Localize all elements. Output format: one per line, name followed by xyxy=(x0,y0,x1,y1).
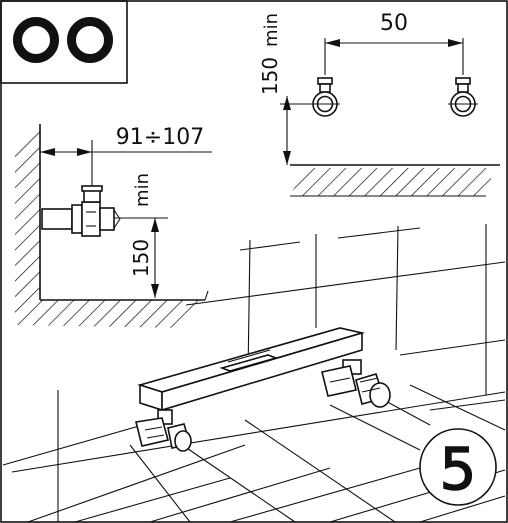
right-connector-front xyxy=(448,77,478,117)
two-o-rings-icon xyxy=(13,17,113,63)
step-number: 5 xyxy=(440,435,477,503)
right-eccentric-valve xyxy=(321,359,391,408)
side-view-drawing: 91÷107 150 min xyxy=(15,124,212,328)
tile-wall-grid xyxy=(185,224,506,411)
left-connector-front xyxy=(310,77,340,117)
tile-floor-grid xyxy=(2,384,506,523)
top-height-label: 150 xyxy=(258,57,282,95)
spacing-label: 50 xyxy=(380,11,408,36)
thermostatic-mixer-bar xyxy=(137,327,366,412)
left-eccentric-valve xyxy=(135,409,192,452)
top-view-drawing: 50 150 min xyxy=(258,11,500,197)
side-min-label: min xyxy=(132,173,153,207)
floor-hatch-top xyxy=(290,164,500,197)
side-height-label: 150 xyxy=(129,239,153,277)
side-offset-label: 91÷107 xyxy=(116,125,204,150)
top-min-label: min xyxy=(261,13,282,47)
step-number-badge: 5 xyxy=(419,428,497,506)
side-valve xyxy=(41,185,121,237)
